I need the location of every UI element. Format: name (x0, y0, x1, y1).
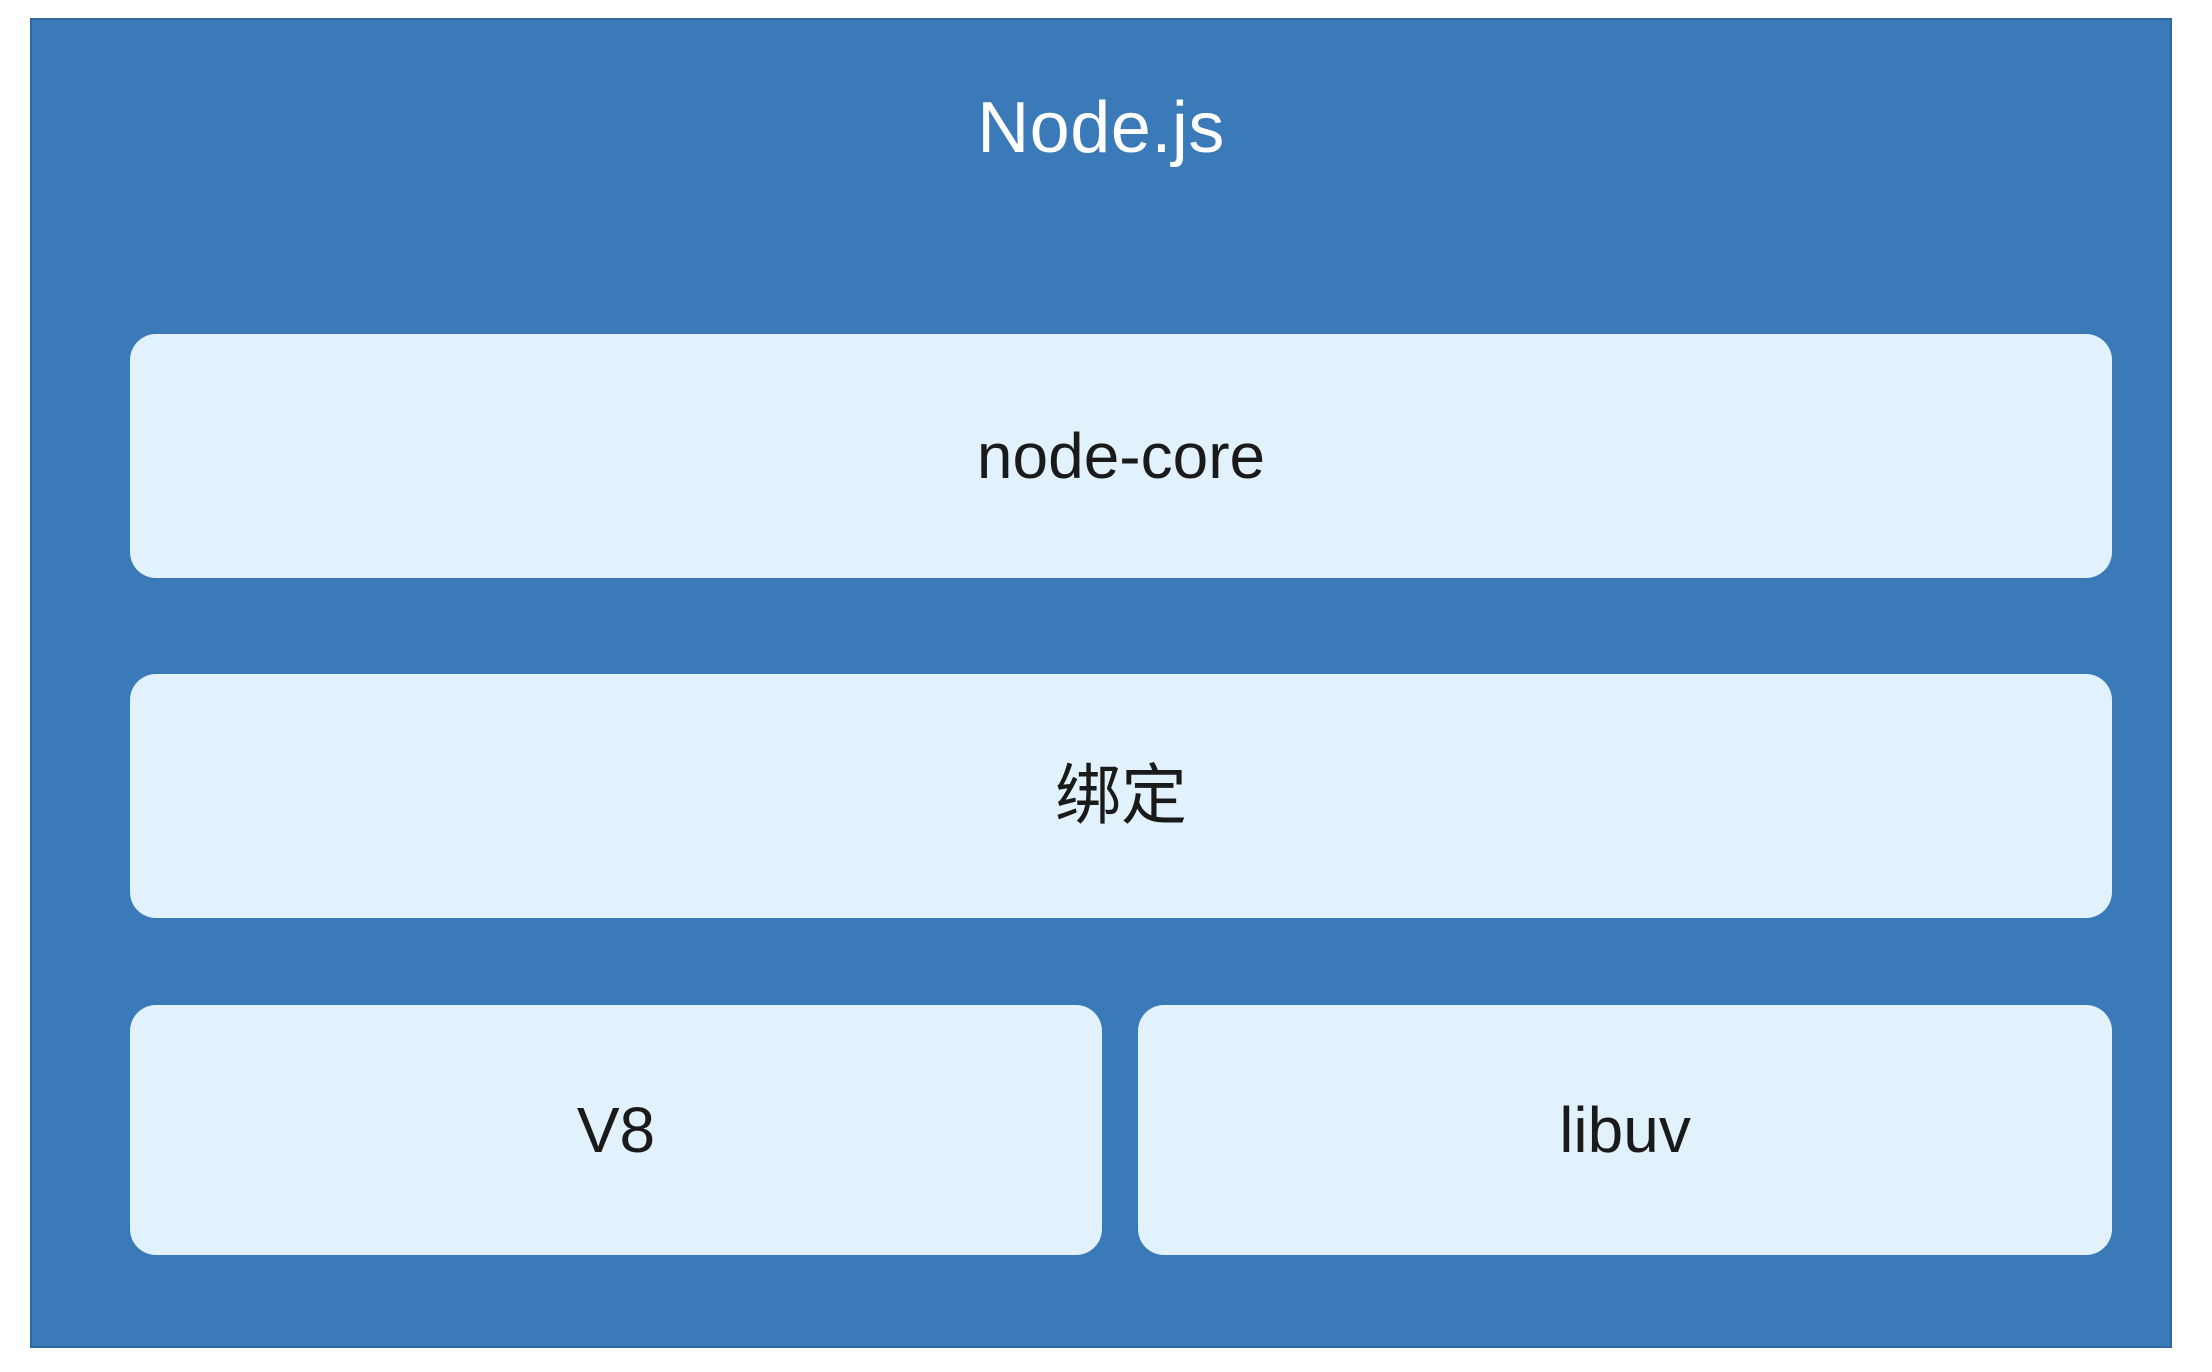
layer-label-node-core: node-core (976, 420, 1266, 492)
layer-box-bindings[interactable]: 绑定 (130, 674, 2112, 918)
layer-label-bindings: 绑定 (1055, 757, 1187, 834)
layer-box-v8[interactable]: V8 (130, 1005, 1102, 1255)
layer-box-libuv[interactable]: libuv (1138, 1005, 2112, 1255)
page-title: Node.js (977, 88, 1225, 168)
layer-box-node-core[interactable]: node-core (130, 334, 2112, 578)
layer-label-v8: V8 (576, 1094, 656, 1166)
node-js-panel: Node.js node-core 绑定 V8 libuv (30, 18, 2172, 1348)
layer-label-libuv: libuv (1559, 1094, 1691, 1166)
